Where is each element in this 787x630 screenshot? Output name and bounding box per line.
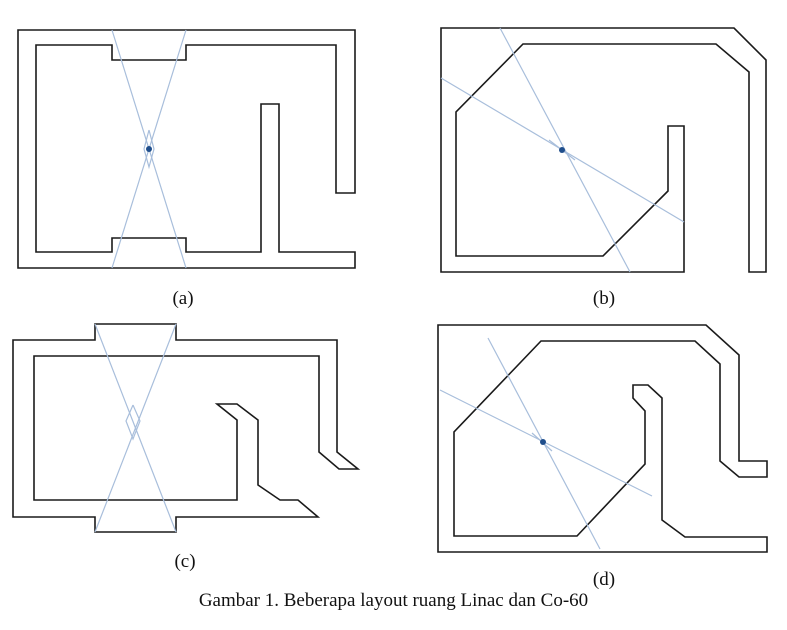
layout-c: (c) — [12, 323, 361, 572]
layout-b-isocenter — [559, 147, 565, 153]
panel-label-b: (b) — [593, 288, 615, 309]
layout-b: (b) — [440, 27, 767, 309]
layout-d-beam-line-1 — [439, 389, 653, 497]
layout-b-collimator-diamond — [548, 139, 576, 161]
layout-b-outer-wall — [440, 27, 767, 273]
layout-c-collimator-diamond — [125, 404, 141, 441]
layout-c-beam-line-2 — [94, 323, 177, 533]
layout-a-collimator-diamond — [143, 129, 155, 170]
layout-a: (a) — [17, 29, 356, 309]
panel-label-d: (d) — [593, 569, 615, 590]
figure-caption: Gambar 1. Beberapa layout ruang Linac da… — [198, 590, 589, 611]
layout-d: (d) — [437, 324, 768, 590]
layout-d-outer-wall — [437, 324, 768, 553]
layout-d-isocenter — [540, 439, 546, 445]
layout-d-collimator-diamond — [531, 432, 553, 452]
panel-label-c: (c) — [174, 551, 195, 572]
layout-a-outer-wall — [17, 29, 356, 269]
layout-a-isocenter — [146, 146, 152, 152]
panel-label-a: (a) — [172, 288, 193, 309]
layout-c-outer-wall — [12, 323, 361, 533]
